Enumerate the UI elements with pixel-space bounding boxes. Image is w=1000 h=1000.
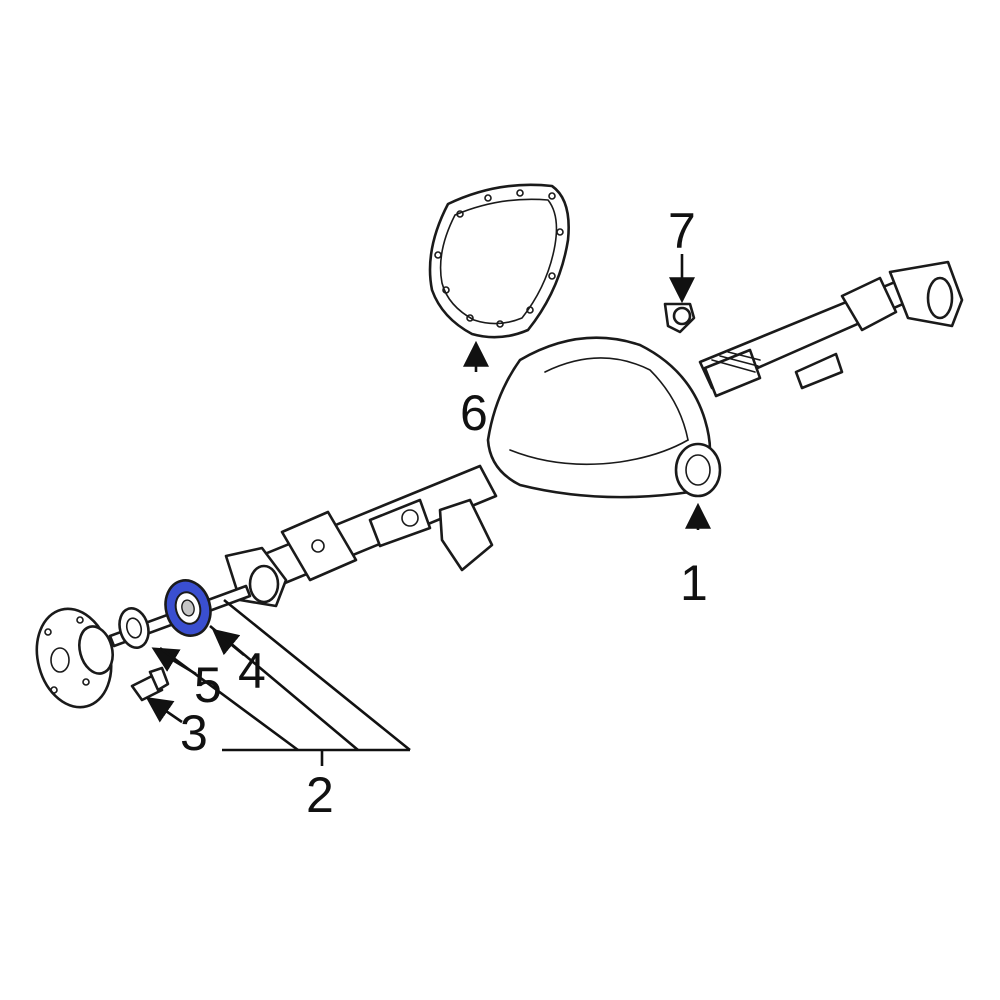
callout-1: 1 xyxy=(680,555,708,611)
bracket-2-bearing xyxy=(209,625,359,751)
callout-4: 4 xyxy=(238,643,266,699)
callout-6: 6 xyxy=(460,385,488,441)
retainer-plate-part[interactable] xyxy=(115,605,152,651)
bracket-2-shaft xyxy=(223,598,411,752)
axle-housing-part[interactable] xyxy=(224,260,964,608)
wheel-stud-part[interactable] xyxy=(130,666,170,702)
bracket-2-plate xyxy=(159,646,299,752)
callout-2: 2 xyxy=(306,767,334,823)
callout-7: 7 xyxy=(668,203,696,259)
callout-3: 3 xyxy=(180,705,208,761)
leader-lines xyxy=(145,254,711,766)
wheel-bearing-part[interactable] xyxy=(160,575,217,640)
vent-fitting-part[interactable] xyxy=(663,302,696,334)
cover-gasket-part[interactable] xyxy=(428,183,570,339)
leader-3 xyxy=(145,697,183,724)
callout-5: 5 xyxy=(194,657,222,713)
